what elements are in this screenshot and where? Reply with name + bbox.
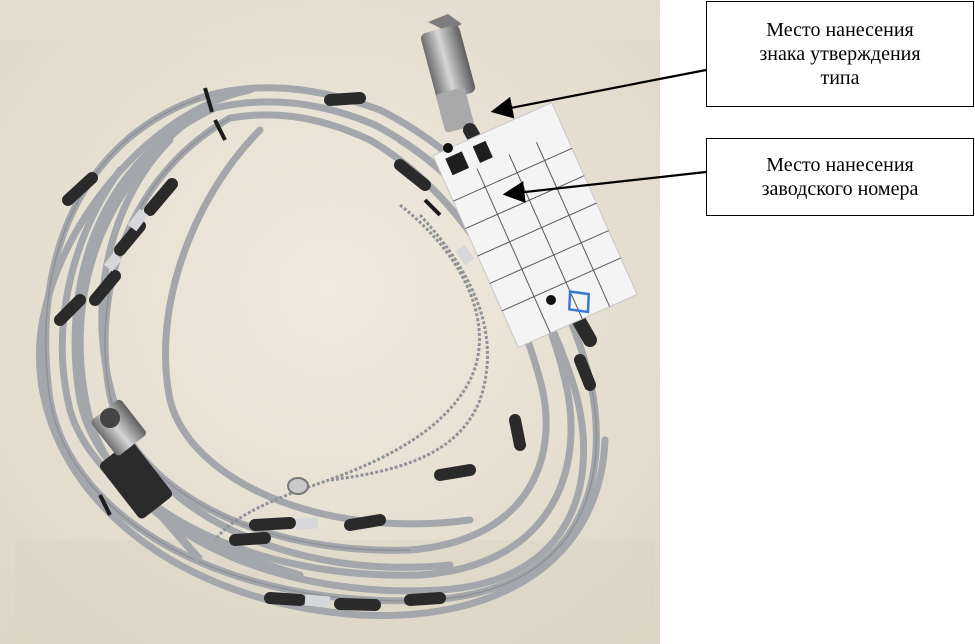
callout-serial-number: Место нанесения заводского номера (706, 138, 974, 216)
callout-type-approval-mark: Место нанесения знака утверждения типа (706, 1, 974, 107)
xlr-connector (91, 399, 204, 563)
wire-clip (287, 477, 309, 495)
braided-wire (213, 203, 489, 541)
sensor-cable-photo (0, 0, 660, 644)
